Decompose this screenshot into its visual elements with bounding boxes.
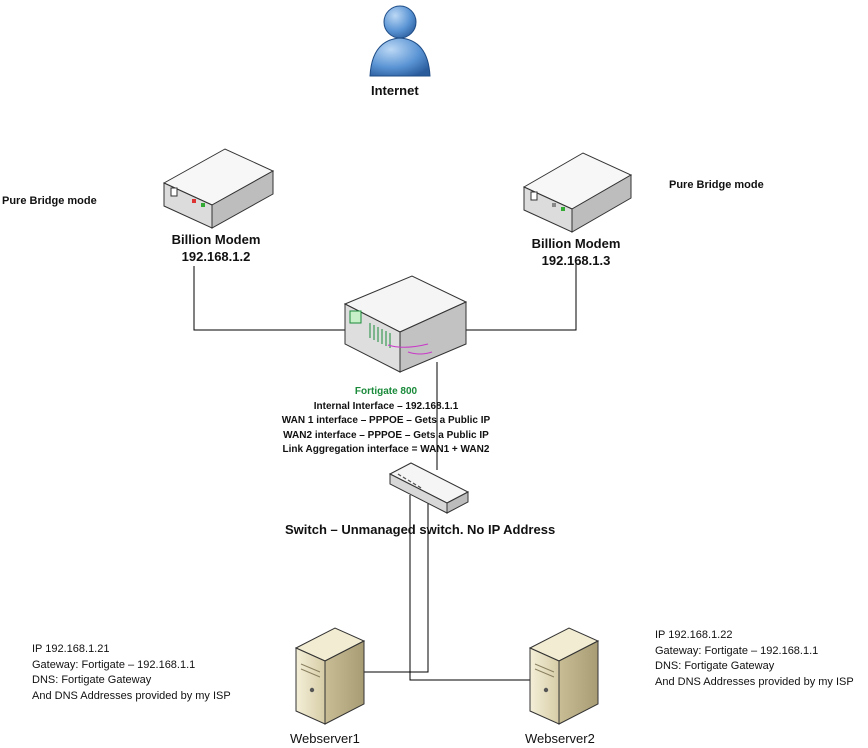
webserver2-info-line: And DNS Addresses provided by my ISP [655, 675, 854, 688]
fortigate-line: WAN 1 interface – PPPOE – Gets a Public … [281, 415, 491, 426]
modem1-label: Billion Modem 192.168.1.2 [148, 231, 284, 265]
link-switch-webserver2 [409, 495, 530, 681]
switch-device-icon [388, 462, 470, 514]
webserver1-info-line: DNS: Fortigate Gateway [32, 674, 152, 686]
modem1-device-icon [162, 148, 275, 229]
webserver1-label: Webserver1 [290, 731, 360, 746]
fortigate-line: Internal Interface – 192.168.1.1 [313, 400, 459, 412]
user-icon [369, 5, 431, 77]
fortigate-info: Fortigate 800 Internal Interface – 192.1… [276, 385, 496, 458]
fortigate-name: Fortigate 800 [354, 386, 418, 397]
modem2-label: Billion Modem 192.168.1.3 [508, 235, 644, 269]
fortigate-line: Link Aggregation interface = WAN1 + WAN2 [282, 444, 490, 455]
modem1-ip: 192.168.1.2 [181, 249, 251, 264]
webserver1-info-line: Gateway: Fortigate – 192.168.1.1 [32, 658, 196, 671]
webserver2-info-line: IP 192.168.1.22 [655, 629, 733, 641]
fortigate-line: WAN2 interface – PPPOE – Gets a Public I… [283, 429, 489, 441]
webserver2-info-line: DNS: Fortigate Gateway [655, 660, 775, 672]
link-switch-webserver1 [362, 490, 429, 673]
webserver1-info-line: IP 192.168.1.21 [32, 643, 110, 655]
webserver1-device-icon [294, 627, 366, 725]
modem1-mode-label: Pure Bridge mode [2, 195, 97, 207]
webserver1-info: IP 192.168.1.21 Gateway: Fortigate – 192… [32, 642, 231, 704]
connection-lines [193, 262, 577, 681]
fortigate-device-icon [343, 275, 468, 373]
link-modem2-fortigate [460, 262, 577, 331]
webserver2-label: Webserver2 [525, 731, 595, 746]
modem2-device-icon [522, 152, 633, 233]
switch-label: Switch – Unmanaged switch. No IP Address [285, 522, 556, 537]
webserver2-device-icon [528, 627, 600, 725]
modem1-name: Billion Modem [171, 232, 261, 247]
internet-label: Internet [371, 83, 419, 98]
webserver2-info: IP 192.168.1.22 Gateway: Fortigate – 192… [655, 628, 854, 690]
modem2-mode-label: Pure Bridge mode [669, 179, 764, 191]
webserver1-info-line: And DNS Addresses provided by my ISP [32, 689, 231, 702]
modem2-name: Billion Modem [531, 236, 621, 251]
webserver2-info-line: Gateway: Fortigate – 192.168.1.1 [655, 644, 819, 657]
modem2-ip: 192.168.1.3 [541, 253, 611, 268]
link-modem1-fortigate [193, 266, 350, 331]
